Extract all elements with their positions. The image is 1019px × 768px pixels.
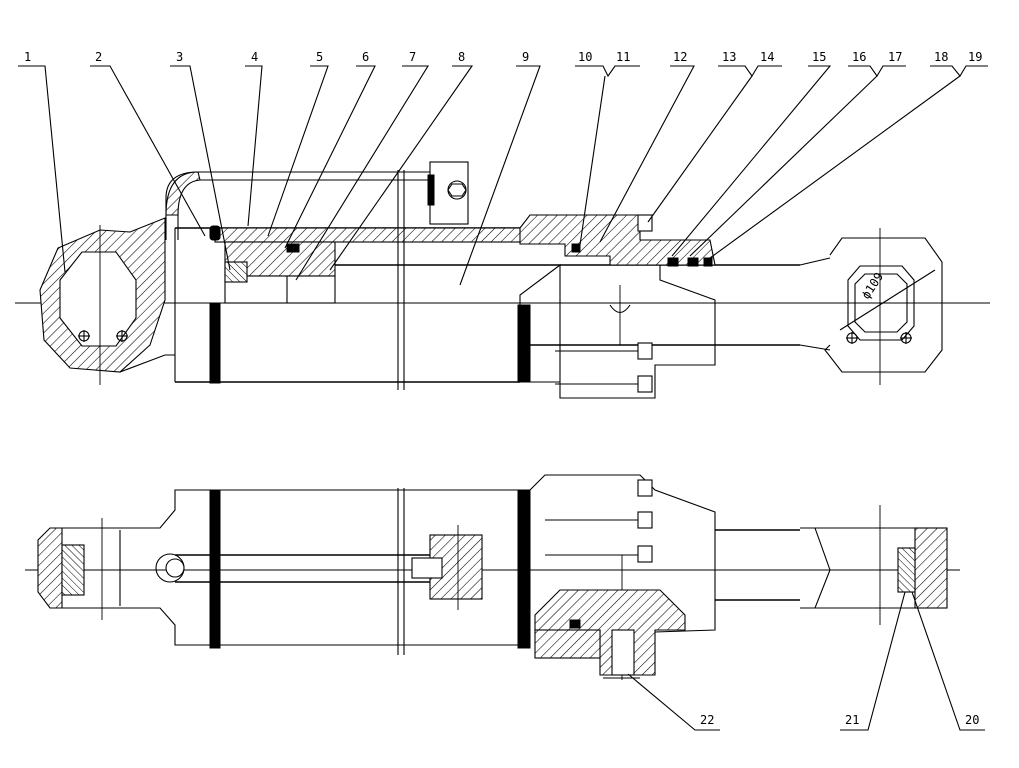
callout-15: 15: [812, 50, 826, 64]
piston: [209, 225, 336, 304]
callout-19: 19: [968, 50, 982, 64]
callout-14: 14: [760, 50, 774, 64]
callout-17: 17: [888, 50, 902, 64]
callout-3: 3: [176, 50, 183, 64]
left-eye: [39, 217, 175, 385]
callout-21: 21: [845, 713, 859, 727]
callouts: 1 2 3 4 5 6 7 8 9 10 11 12 13 14 15 16 1…: [24, 50, 982, 727]
callout-10: 10: [578, 50, 592, 64]
callout-13: 13: [722, 50, 736, 64]
callout-22: 22: [700, 713, 714, 727]
barrel: [174, 170, 561, 390]
callout-20: 20: [965, 713, 979, 727]
callout-6: 6: [362, 50, 369, 64]
callout-7: 7: [409, 50, 416, 64]
gland: [519, 214, 716, 399]
callout-18: 18: [934, 50, 948, 64]
leader-lines: [18, 65, 988, 731]
top-view: ϕ109: [15, 161, 990, 399]
right-eye: ϕ109: [824, 228, 943, 385]
callout-5: 5: [316, 50, 323, 64]
callout-2: 2: [95, 50, 102, 64]
oil-tube: [165, 161, 469, 240]
callout-8: 8: [458, 50, 465, 64]
callout-12: 12: [673, 50, 687, 64]
callout-4: 4: [251, 50, 258, 64]
callout-16: 16: [852, 50, 866, 64]
bottom-view: [25, 474, 960, 680]
callout-11: 11: [616, 50, 630, 64]
callout-9: 9: [522, 50, 529, 64]
piston-rod: [335, 257, 831, 351]
callout-1: 1: [24, 50, 31, 64]
